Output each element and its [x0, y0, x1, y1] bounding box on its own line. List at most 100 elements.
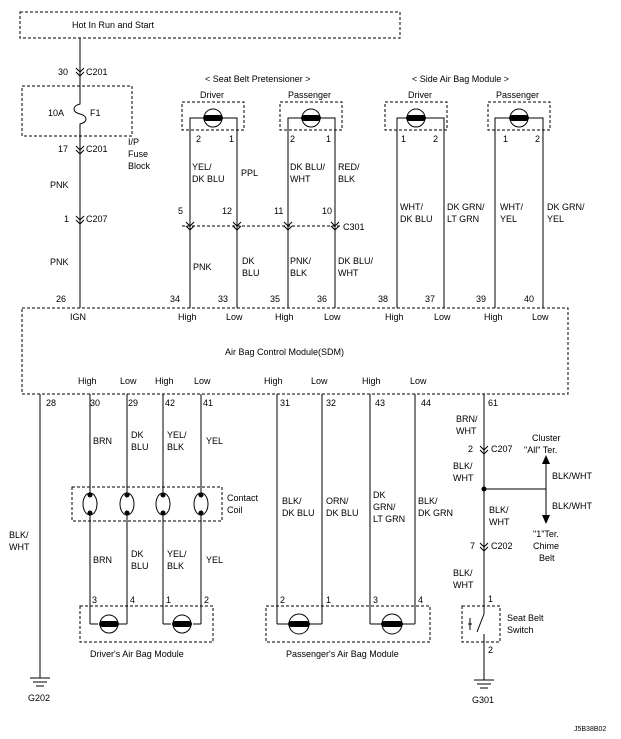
fuse-block-label-3: Block [128, 161, 151, 171]
switch-label-1: Seat Belt [507, 613, 544, 623]
wire-label-blu-2: BLU [131, 561, 149, 571]
wire-label-blk-dkblu-a: BLK/ [282, 496, 302, 506]
wire-label-brn-wht-b: WHT [456, 426, 477, 436]
wire-label-yel-1: YEL [206, 436, 223, 446]
pin-29: 29 [128, 398, 138, 408]
wire-label-orn-dkblu-b: DK BLU [326, 508, 359, 518]
pin-39: 39 [476, 294, 486, 304]
wire-label-blk-wht-b: WHT [453, 473, 474, 483]
pin-26: 26 [56, 294, 66, 304]
svg-text:12: 12 [222, 206, 232, 216]
sdm-top-low-4: Low [532, 312, 549, 322]
wire-label-yel-blk-2b: BLK [167, 561, 184, 571]
driver-airbag-module [79, 605, 214, 643]
fuse-f1-symbol [73, 86, 87, 136]
pin-drv-mod-3: 3 [92, 595, 97, 605]
wire-label-pnk-2: PNK [50, 257, 69, 267]
svg-text:5: 5 [178, 206, 183, 216]
pin-side-drv-2: 2 [433, 134, 438, 144]
sdm-top-high-3: High [385, 312, 404, 322]
fuse-block-label-1: I/P [128, 137, 139, 147]
sdm-top-high-4: High [484, 312, 503, 322]
wire-label-blk-wht-d: WHT [489, 517, 510, 527]
wire-label-pnk-blk-2: BLK [290, 268, 307, 278]
fuse-rating: 10A [48, 108, 64, 118]
chime-label-2: Chime [533, 541, 559, 551]
wire-label-wht-yel-1: WHT/ [500, 202, 523, 212]
wire-label-wht-yel-2: YEL [500, 214, 517, 224]
driver-airbag-label: Driver's Air Bag Module [90, 649, 184, 659]
pin-pass-mod-3: 3 [373, 595, 378, 605]
pin-drv-mod-1: 1 [166, 595, 171, 605]
contact-coil-label-1: Contact [227, 493, 259, 503]
fuse-name: F1 [90, 108, 101, 118]
wire-label-blk-dkgrn-b: DK GRN [418, 508, 453, 518]
sdm-bot-high-1: High [78, 376, 97, 386]
pin-side-pass-2: 2 [535, 134, 540, 144]
wire-label-dk-blu-1: DK [242, 256, 255, 266]
wire-label-dk-grn-lt-a: DK [373, 490, 386, 500]
svg-text:C202: C202 [491, 541, 513, 551]
wire-label-red-blk-2: BLK [338, 174, 355, 184]
sdm-box [21, 307, 569, 395]
pin-side-drv-1: 1 [401, 134, 406, 144]
pin-pret-pass-2: 2 [290, 134, 295, 144]
wire-label-yel-blk-1b: BLK [167, 442, 184, 452]
sdm-bot-high-4: High [362, 376, 381, 386]
wire-label-red-blk-1: RED/ [338, 162, 360, 172]
wire-label-brn-wht-a: BRN/ [456, 414, 478, 424]
side-passenger-label: Passenger [496, 90, 539, 100]
pin-drv-mod-2: 2 [204, 595, 209, 605]
pin-40: 40 [524, 294, 534, 304]
power-source-label: Hot In Run and Start [72, 20, 155, 30]
connector-c201-top: 30 C201 [58, 67, 108, 77]
svg-text:C301: C301 [343, 222, 365, 232]
sdm-bot-high-3: High [264, 376, 283, 386]
svg-text:2: 2 [468, 444, 473, 454]
pin-drv-mod-4: 4 [130, 595, 135, 605]
switch-label-2: Switch [507, 625, 534, 635]
power-source-box [19, 11, 401, 39]
wire-label-wht-dkblu-2: DK BLU [400, 214, 433, 224]
wire-label-dkblu-wht2-2: WHT [338, 268, 359, 278]
svg-text:17: 17 [58, 144, 68, 154]
wire-label-dk-grn-lt-b: GRN/ [373, 502, 396, 512]
passenger-airbag-wires [276, 394, 416, 624]
pin-switch-1: 1 [488, 594, 493, 604]
pretensioner-passenger-label: Passenger [288, 90, 331, 100]
wire-label-yel-dkblu-2: DK BLU [192, 174, 225, 184]
pretensioner-passenger-box [279, 101, 343, 131]
figure-id: J5B38B02 [574, 726, 606, 733]
pin-pass-mod-2: 2 [280, 595, 285, 605]
pin-pass-mod-1: 1 [326, 595, 331, 605]
wire-label-dk-blu-2: BLU [242, 268, 260, 278]
wire-label-dkgrn-yel-1: DK GRN/ [547, 202, 585, 212]
ground-g202-label: G202 [28, 693, 50, 703]
pin-31: 31 [280, 398, 290, 408]
cluster-label-1: Cluster [532, 433, 561, 443]
svg-text:C201: C201 [86, 67, 108, 77]
wire-label-brn-2: BRN [93, 555, 112, 565]
pin-44: 44 [421, 398, 431, 408]
pin-30: 30 [90, 398, 100, 408]
sdm-top-high-1: High [178, 312, 197, 322]
pin-33: 33 [218, 294, 228, 304]
contact-coil-label-2: Coil [227, 505, 243, 515]
wire-label-dkblu-wht-2: WHT [290, 174, 311, 184]
contact-coil-symbols [82, 492, 209, 516]
pin-37: 37 [425, 294, 435, 304]
pin-pret-pass-1: 1 [326, 134, 331, 144]
pin-42: 42 [165, 398, 175, 408]
sdm-top-low-3: Low [434, 312, 451, 322]
wire-label-dkblu-wht-1: DK BLU/ [290, 162, 326, 172]
arrow-up-icon [542, 455, 550, 464]
cluster-label-2: "All" Ter. [524, 445, 557, 455]
wire-label-dkgrn-ltgrn-2: LT GRN [447, 214, 479, 224]
passenger-airbag-module [265, 605, 431, 643]
pin-pret-drv-1: 1 [229, 134, 234, 144]
wire-label-pnk-blk-1: PNK/ [290, 256, 312, 266]
wire-label-yel-dkblu-1: YEL/ [192, 162, 212, 172]
pin-61: 61 [488, 398, 498, 408]
wire-label-dk-2: DK [131, 549, 144, 559]
